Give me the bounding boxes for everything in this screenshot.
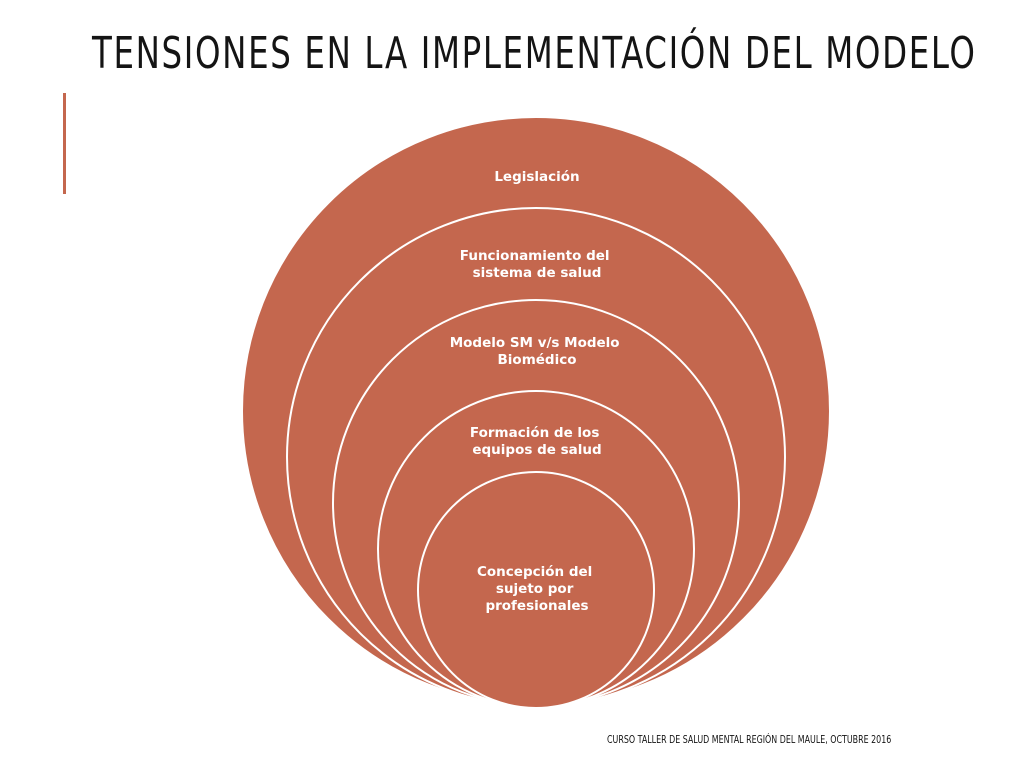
label-line: sistema de salud — [473, 265, 602, 281]
label-line: Funcionamiento del — [460, 248, 610, 264]
slide-title: Tensiones en la implementación del model… — [92, 28, 977, 79]
label-level-3: Modelo SM v/s Modelo Biomédico — [450, 335, 625, 368]
label-line: Legislación — [494, 169, 579, 185]
label-level-5: Concepción del sujeto por profesionales — [477, 564, 597, 614]
label-level-2: Funcionamiento del sistema de salud — [460, 248, 614, 281]
label-line: Formación de los — [470, 425, 599, 441]
circle-level-5 — [417, 471, 655, 709]
slide-footer: Curso Taller de Salud Mental Región del … — [607, 733, 892, 746]
label-line: Biomédico — [498, 352, 577, 368]
label-line: equipos de salud — [472, 442, 601, 458]
label-level-1: Legislación — [494, 169, 579, 185]
label-line: Modelo SM v/s Modelo — [450, 335, 620, 351]
label-line: Concepción del — [477, 564, 592, 580]
label-line: sujeto por — [496, 581, 574, 597]
label-level-4: Formación de los equipos de salud — [470, 425, 604, 458]
label-line: profesionales — [485, 598, 588, 614]
accent-bar — [63, 93, 66, 194]
